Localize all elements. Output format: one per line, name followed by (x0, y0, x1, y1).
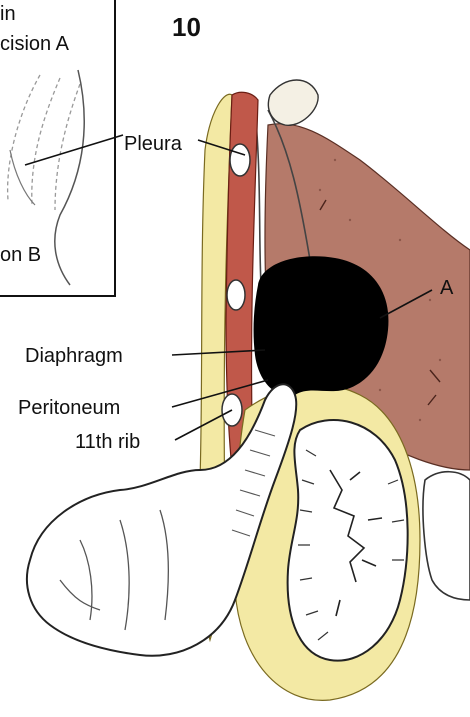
inset-panel: in cision A on B (0, 0, 115, 296)
pleura-label: Pleura (124, 133, 183, 155)
inset-label-bottom: on B (0, 244, 41, 266)
peritoneum-label: Peritoneum (18, 397, 120, 419)
rib-label: 11th rib (75, 431, 140, 453)
inset-label-top-1: in (0, 3, 16, 25)
bowel-segment (423, 472, 470, 600)
diaphragm-label: Diaphragm (25, 345, 123, 367)
inset-label-top-2: cision A (0, 33, 70, 55)
abscess-cavity (254, 256, 389, 395)
rib-section-upper (230, 144, 250, 176)
figure-number: 10 (172, 12, 201, 42)
upper-bone (268, 80, 318, 125)
kidney (288, 420, 408, 661)
a-label: A (440, 277, 454, 299)
rib-section-middle (227, 280, 245, 310)
